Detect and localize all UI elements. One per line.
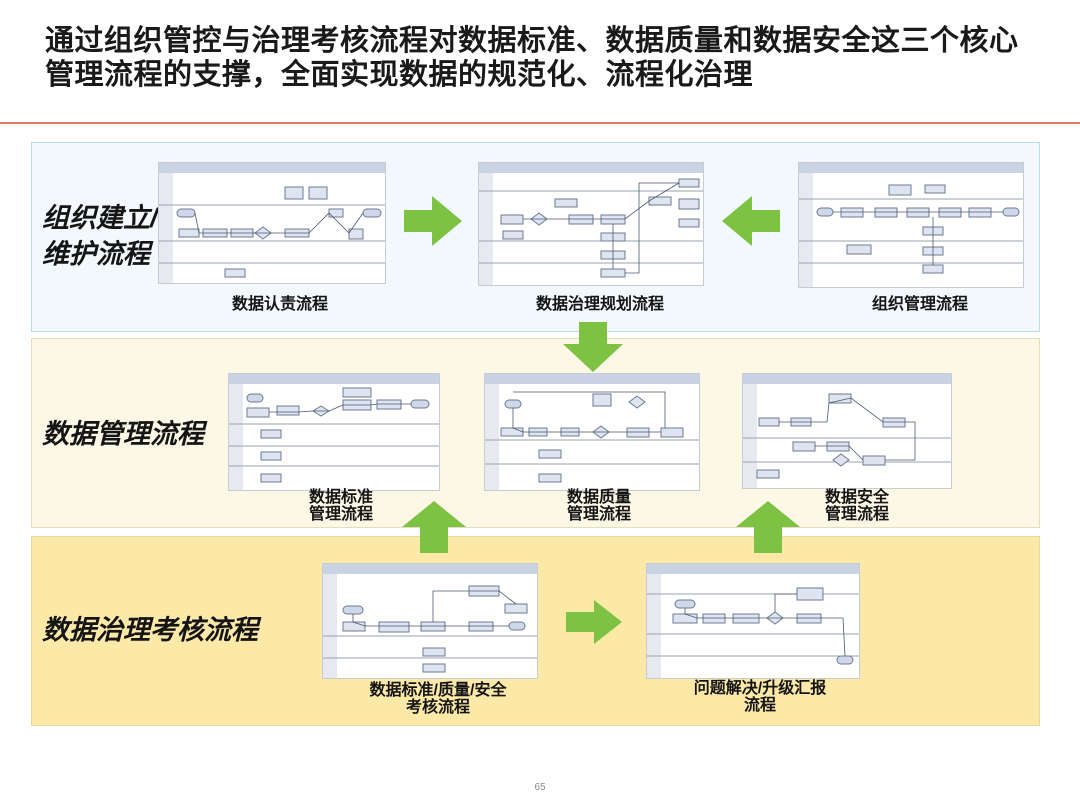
caption-security: 数据安全 管理流程 [797,489,917,523]
title-divider [0,122,1080,124]
flowchart-thumbnail-security [742,373,952,489]
band-org-label-line2: 维护流程 [42,239,150,269]
caption-ownership: 数据认责流程 [231,296,328,313]
caption-org-management: 组织管理流程 [871,296,968,313]
page-number: 65 [534,782,546,793]
flowchart-thumbnail-escalation [646,563,860,679]
band-org-label: 组织建立/ 维护流程 [42,200,158,272]
up-arrow-icon [402,501,466,553]
caption-quality-line1: 数据质量 [566,489,631,506]
caption-standards: 数据标准 管理流程 [281,489,401,523]
slide-title-line2: 管理流程的支撑，全面实现数据的规范化、流程化治理 [45,59,754,91]
flowchart-thumbnail-org-management [798,162,1024,288]
caption-security-line1: 数据安全 [824,489,889,506]
right-arrow-icon [566,600,622,644]
caption-quality-line2: 管理流程 [566,506,631,523]
caption-assessment-line2: 考核流程 [405,699,470,716]
left-arrow-icon [722,196,780,246]
caption-escalation-line1: 问题解决/升级汇报 [693,680,827,697]
slide-title: 通过组织管控与治理考核流程对数据标准、数据质量和数据安全这三个核心 管理流程的支… [45,24,1055,92]
band-org-label-line1: 组织建立/ [42,203,158,233]
down-arrow-icon [563,322,623,372]
band-mgmt-label: 数据管理流程 [42,419,204,449]
caption-assessment-line1: 数据标准/质量/安全 [369,682,507,699]
up-arrow-icon [736,501,800,553]
flowchart-thumbnail-quality [484,373,700,491]
flowchart-thumbnail-assessment [322,563,538,679]
caption-standards-line2: 管理流程 [308,506,373,523]
caption-standards-line1: 数据标准 [308,489,373,506]
caption-planning: 数据治理规划流程 [535,296,664,313]
band-assess-label: 数据治理考核流程 [42,615,258,645]
caption-quality: 数据质量 管理流程 [539,489,659,523]
flowchart-thumbnail-planning [478,162,704,286]
caption-assessment: 数据标准/质量/安全 考核流程 [338,682,538,716]
right-arrow-icon [404,196,462,246]
flowchart-thumbnail-ownership [158,162,386,284]
flowchart-thumbnail-standards [228,373,440,491]
caption-escalation-line2: 流程 [743,697,776,714]
caption-security-line2: 管理流程 [824,506,889,523]
caption-escalation: 问题解决/升级汇报 流程 [660,680,860,714]
slide-title-line1: 通过组织管控与治理考核流程对数据标准、数据质量和数据安全这三个核心 [45,25,1019,57]
